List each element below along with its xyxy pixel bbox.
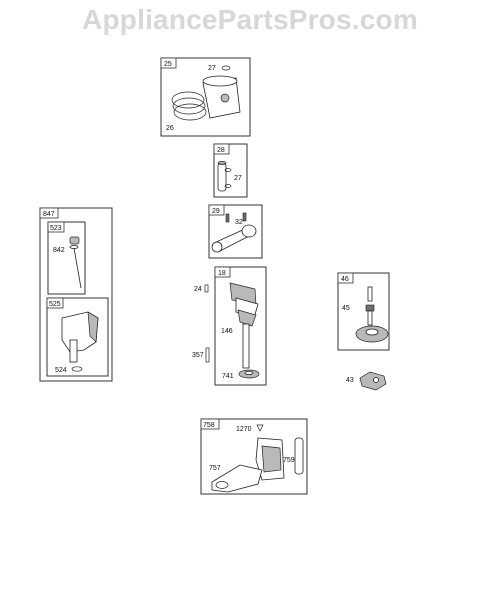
balancer-screw-icon xyxy=(256,424,264,432)
piston-ring-icon xyxy=(172,97,206,115)
dipstick-assembly-tag-box xyxy=(39,207,59,219)
piston-pin-group[interactable]: 28 27 xyxy=(213,143,248,198)
crank-journal-icon xyxy=(237,309,257,327)
governor-crank-label: 43 xyxy=(346,377,354,384)
piston-group-frame xyxy=(160,57,251,137)
dipstick-assembly-tag: 847 xyxy=(43,211,55,218)
balancer-screw-label: 1270 xyxy=(236,426,252,433)
governor-group-tag-box xyxy=(337,272,354,284)
crankshaft-gear-hub-icon xyxy=(244,370,254,375)
balancer-pin-label: 759 xyxy=(283,457,295,464)
dipstick-blade-icon xyxy=(73,247,82,289)
balancer-pin-icon xyxy=(294,437,304,475)
dipstick-cap-icon xyxy=(69,236,80,245)
balancer-arm-eye-icon xyxy=(215,481,229,489)
balancer-group[interactable]: 758 1270 757 759 xyxy=(200,418,308,495)
governor-crank-icon xyxy=(359,371,387,391)
crankshaft-key-label: 24 xyxy=(194,286,202,293)
piston-pin-end-icon xyxy=(217,161,227,165)
governor-shaft-icon xyxy=(367,286,373,302)
dipstick-subgroup-tag-box xyxy=(47,221,65,233)
piston-pin-clip-label: 27 xyxy=(234,175,242,182)
pin-clip-icon xyxy=(221,65,231,71)
crankshaft-plug-label: 146 xyxy=(221,328,233,335)
piston-pin-group-tag: 28 xyxy=(217,147,225,154)
governor-shaft-label: 45 xyxy=(342,305,350,312)
governor-crank-bore-icon xyxy=(373,377,379,383)
balancer-group-frame xyxy=(200,418,308,495)
piston-pin-icon xyxy=(217,162,227,192)
rod-screw-icon xyxy=(242,212,247,222)
dipstick-tube-subgroup-frame xyxy=(46,297,109,377)
piston-ring-icon xyxy=(171,91,205,109)
piston-group-tag: 25 xyxy=(164,61,172,68)
piston-pin-clip-label: 27 xyxy=(208,65,216,72)
crankshaft-key-icon xyxy=(204,284,209,293)
crankshaft-group-tag: 18 xyxy=(218,270,226,277)
crankshaft-group-tag-box xyxy=(214,266,231,278)
balancer-group-tag-box xyxy=(200,418,220,430)
governor-group-tag: 46 xyxy=(341,276,349,283)
crankshaft-group[interactable]: 18 24 146 357 741 xyxy=(192,266,267,386)
connecting-rod-group-tag: 29 xyxy=(212,208,220,215)
balancer-arm-label: 757 xyxy=(209,465,221,472)
dipstick-subgroup-tag: 523 xyxy=(50,225,62,232)
dipstick-assembly-group[interactable]: 847 523 842 525 524 xyxy=(39,207,113,382)
connecting-rod-group-tag-box xyxy=(208,204,225,216)
governor-cup-icon xyxy=(367,310,373,326)
rod-screw-icon xyxy=(225,213,230,223)
piston-ring-icon xyxy=(173,103,207,121)
piston-group-tag-box xyxy=(160,57,177,69)
balancer-group-tag: 758 xyxy=(203,422,215,429)
dipstick-tube-neck-icon xyxy=(69,339,78,363)
rod-small-end-icon xyxy=(211,241,223,253)
dipstick-tube-seal-icon xyxy=(71,366,83,372)
dipstick-subgroup-frame xyxy=(47,221,86,295)
piston-pin-group-tag-box xyxy=(213,143,230,155)
crankshaft-gear-label: 741 xyxy=(222,373,234,380)
crankshaft-group-frame xyxy=(214,266,267,386)
crankshaft-icon xyxy=(242,323,250,369)
governor-gear-hub-icon xyxy=(365,328,379,336)
pin-clip-icon xyxy=(224,168,232,172)
piston-pin-group-frame xyxy=(213,143,248,198)
governor-spool-icon xyxy=(365,304,375,312)
piston-crown-icon xyxy=(202,75,238,87)
rod-big-end-icon xyxy=(241,224,257,238)
piston-pin-bore-icon xyxy=(220,93,230,103)
dipstick-label: 842 xyxy=(53,247,65,254)
dipstick-tube-subgroup-tag: 525 xyxy=(49,301,61,308)
rod-screw-label: 32 xyxy=(235,219,243,226)
pin-clip-icon xyxy=(224,184,232,188)
balancer-weight-face-icon xyxy=(261,445,282,473)
dipstick-tube-subgroup-tag-box xyxy=(46,297,64,309)
site-watermark: AppliancePartsPros.com xyxy=(82,4,418,35)
piston-rings-label: 26 xyxy=(166,125,174,132)
dipstick-tube-bracket-icon xyxy=(87,311,99,343)
governor-group[interactable]: 46 45 43 xyxy=(337,272,390,391)
dipstick-assembly-frame xyxy=(39,207,113,382)
piston-group[interactable]: 25 27 26 xyxy=(160,57,251,137)
connecting-rod-group-frame xyxy=(208,204,263,259)
balancer-arm-icon xyxy=(211,464,263,493)
crankshaft-dowel-label: 357 xyxy=(192,352,204,359)
connecting-rod-group[interactable]: 29 32 xyxy=(208,204,263,259)
dipstick-tube-seal-label: 524 xyxy=(55,367,67,374)
governor-group-frame xyxy=(337,272,390,351)
crankshaft-dowel-icon xyxy=(205,347,210,363)
